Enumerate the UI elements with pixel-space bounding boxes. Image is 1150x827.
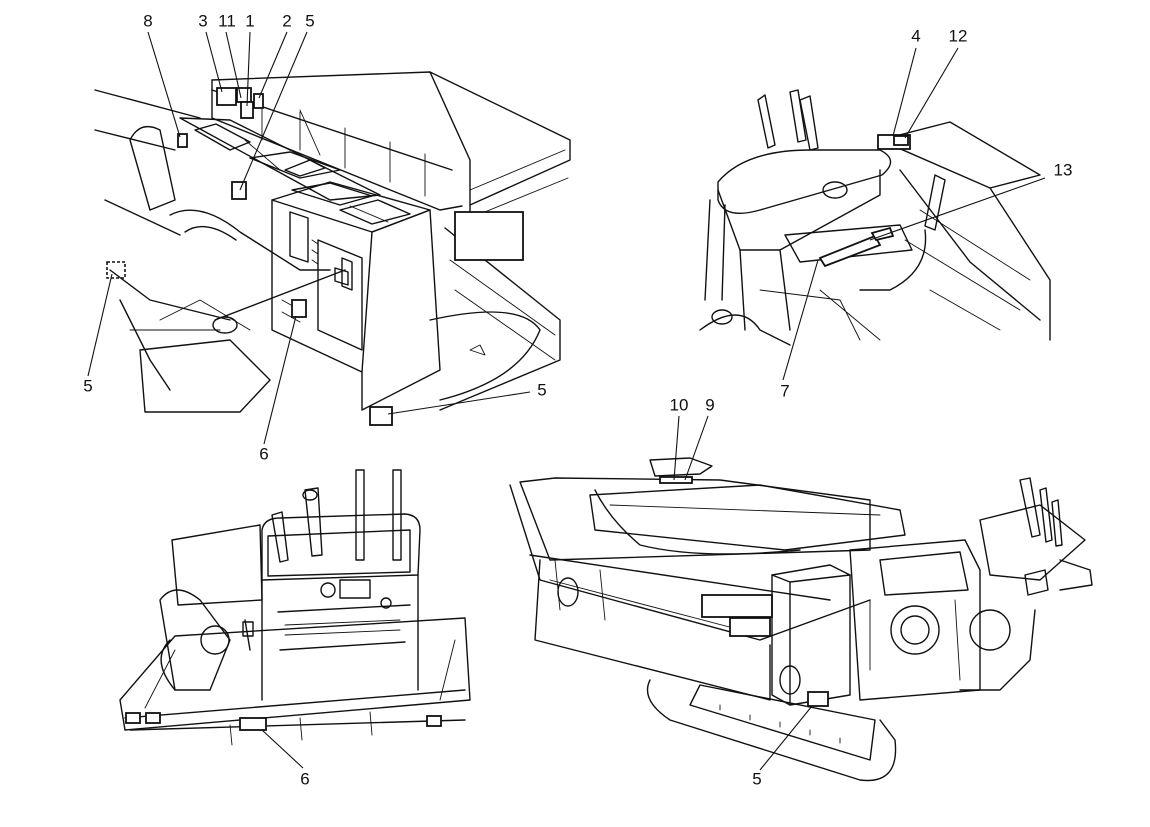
callout-1: 1 [245, 11, 254, 30]
decal-5b [106, 261, 126, 279]
decal-6a [291, 299, 307, 318]
decal-5c [369, 406, 393, 426]
decal-9-10 [659, 476, 693, 484]
callout-7: 7 [780, 381, 789, 400]
callouts-view-2: 4 12 13 7 [780, 26, 1072, 400]
decal-large-v1 [454, 211, 524, 261]
callout-5-top: 5 [305, 11, 314, 30]
callout-2: 2 [282, 11, 291, 30]
decal-2 [253, 93, 264, 109]
decal-13 [818, 234, 882, 268]
decal-8 [177, 133, 188, 148]
decal-3 [216, 87, 237, 106]
callout-11: 11 [218, 11, 236, 30]
decal-v3-b [145, 712, 161, 724]
callout-10: 10 [670, 395, 689, 414]
view-operator-station [87, 31, 571, 445]
callouts-view-4: 10 9 5 [670, 395, 762, 788]
callout-5-left: 5 [83, 376, 92, 395]
callout-12: 12 [949, 26, 968, 45]
callout-13: 13 [1054, 160, 1073, 179]
decal-v3-c [426, 715, 442, 727]
view-machine-side [509, 415, 1093, 782]
decal-5-v4 [807, 691, 829, 707]
view-chassis-front [119, 469, 471, 769]
view-console [699, 47, 1051, 381]
callouts-view-1: 8 3 11 1 2 5 5 5 6 [83, 11, 546, 463]
callout-3: 3 [198, 11, 207, 30]
callout-6: 6 [259, 444, 268, 463]
callout-9: 9 [705, 395, 714, 414]
decal-5a [231, 181, 247, 200]
callouts-view-3: 6 [300, 769, 309, 788]
callout-5-v4: 5 [752, 769, 761, 788]
decal-large-v4 [701, 594, 773, 618]
callout-6-v3: 6 [300, 769, 309, 788]
decal-large-v4-b [729, 617, 771, 637]
callout-5-right: 5 [537, 380, 546, 399]
decal-6b [239, 717, 267, 731]
callout-4: 4 [911, 26, 920, 45]
decal-12 [893, 135, 909, 146]
decal-v3-a [125, 712, 141, 724]
callout-8: 8 [143, 11, 152, 30]
